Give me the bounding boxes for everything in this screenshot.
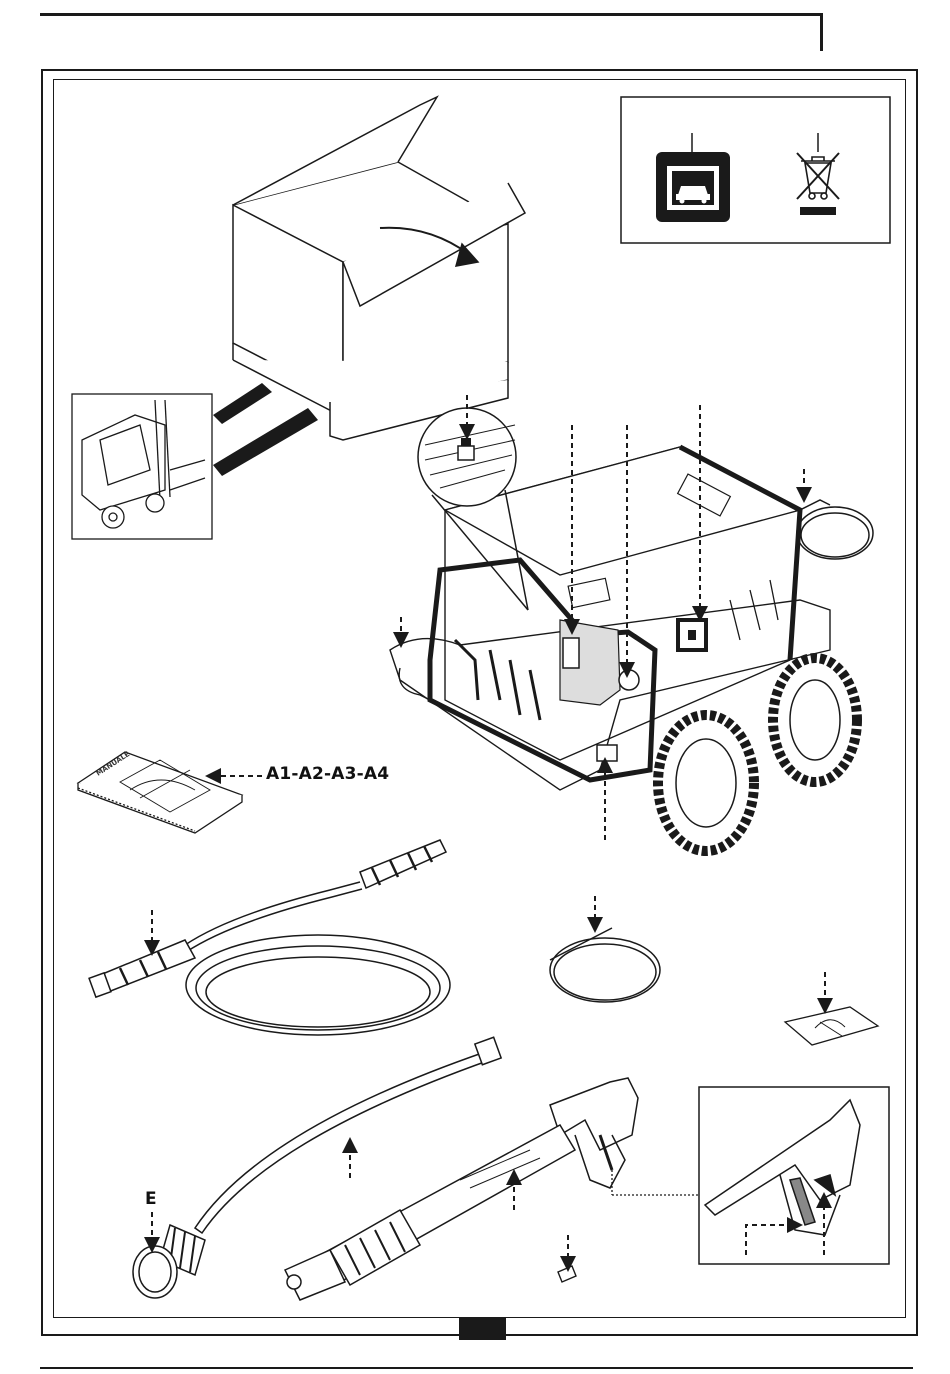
spray-gun (285, 1078, 638, 1300)
symbols-panel (621, 97, 890, 243)
indoor-storage-garage-icon (656, 152, 730, 222)
nozzle-code-label: E (145, 1189, 157, 1209)
manual-code-label: A1-A2-A3-A4 (266, 764, 389, 784)
spare-nozzle (558, 1266, 576, 1282)
instruction-manual: MANUALE (78, 750, 242, 833)
suction-hose-coil (797, 500, 873, 559)
forklift-forks (213, 383, 318, 476)
packing-box (233, 97, 525, 440)
spare-parts-bag (785, 1007, 878, 1045)
forklift-inset (72, 394, 212, 539)
detergent-tube (550, 928, 660, 1002)
trigger-detail-inset (699, 1087, 889, 1264)
high-pressure-hose (89, 840, 450, 1035)
